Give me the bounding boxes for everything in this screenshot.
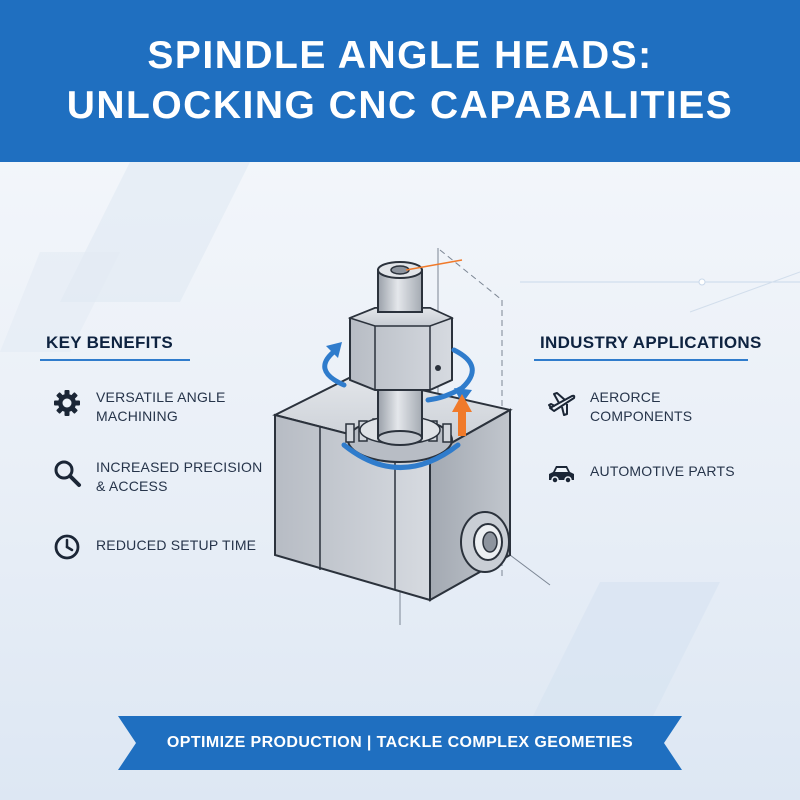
industry-applications-heading: INDUSTRY APPLICATIONS: [540, 333, 762, 352]
application-item: AUTOMOTIVE PARTS: [546, 458, 735, 488]
benefit-item: VERSATILE ANGLE MACHINING: [52, 388, 226, 426]
benefit-label: VERSATILE ANGLE MACHINING: [96, 389, 226, 424]
car-icon: [549, 466, 574, 484]
spindle-angle-head-illustration: [272, 248, 551, 625]
gear-icon: [54, 390, 80, 416]
background-decoration: [0, 162, 800, 722]
magnifier-icon: [54, 460, 81, 487]
industry-applications-rule: [534, 359, 748, 361]
banner-text: OPTIMIZE PRODUCTION | TACKLE COMPLEX GEO…: [166, 734, 634, 751]
airplane-icon: [548, 392, 576, 416]
application-label: AERORCE COMPONENTS: [590, 389, 693, 424]
title-line-2: UNLOCKING CNC CAPABALITIES: [66, 84, 734, 127]
benefit-item: INCREASED PRECISION & ACCESS: [52, 458, 262, 496]
benefit-label: REDUCED SETUP TIME: [96, 537, 257, 553]
title-line-1: SPINDLE ANGLE HEADS:: [147, 34, 653, 77]
application-item: AERORCE COMPONENTS: [546, 388, 692, 426]
bottom-banner: OPTIMIZE PRODUCTION | TACKLE COMPLEX GEO…: [118, 716, 682, 770]
banner-ribbon: [118, 716, 682, 770]
benefit-label: INCREASED PRECISION & ACCESS: [96, 459, 263, 494]
application-label: AUTOMOTIVE PARTS: [590, 463, 735, 479]
title-header: SPINDLE ANGLE HEADS: UNLOCKING CNC CAPAB…: [0, 0, 800, 162]
key-benefits-heading: KEY BENEFITS: [46, 333, 174, 352]
benefit-item: REDUCED SETUP TIME: [52, 532, 256, 562]
clock-icon: [54, 534, 80, 560]
key-benefits-rule: [40, 359, 190, 361]
